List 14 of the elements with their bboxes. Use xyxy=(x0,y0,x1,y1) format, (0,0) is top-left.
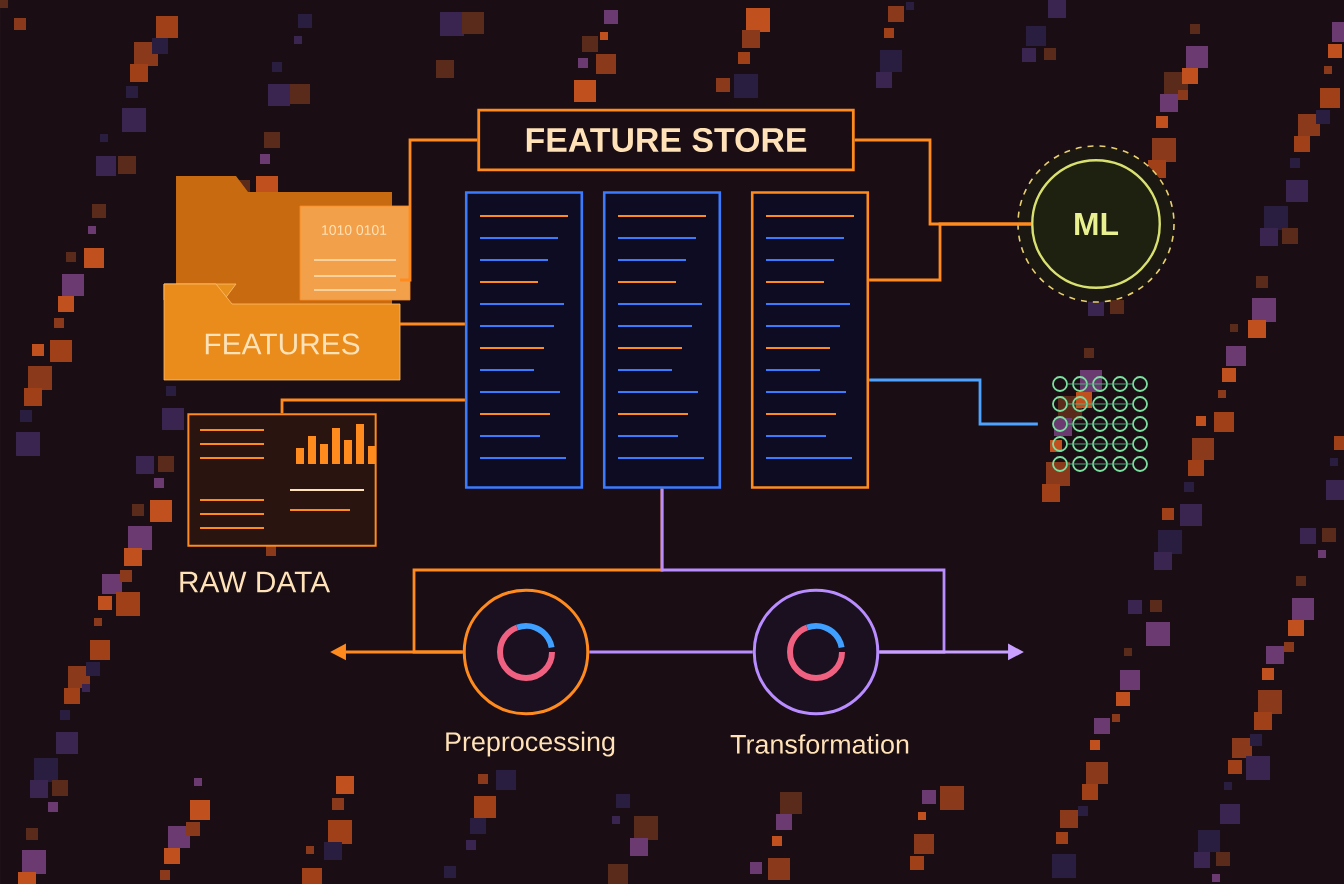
server-rack xyxy=(464,191,584,489)
server-rack xyxy=(750,191,870,489)
connector xyxy=(589,650,753,654)
neural-network-drawing xyxy=(1052,376,1148,472)
server-rack xyxy=(602,191,722,489)
title-box: FEATURE STORE xyxy=(477,108,855,172)
node-heading: RAW DATA xyxy=(175,569,333,595)
dashboard xyxy=(187,413,377,547)
connector xyxy=(399,138,478,282)
connector xyxy=(869,222,1032,282)
ml-badge: ML xyxy=(1017,145,1175,303)
connector xyxy=(280,398,465,414)
connector xyxy=(869,378,1038,426)
connector xyxy=(399,322,465,326)
